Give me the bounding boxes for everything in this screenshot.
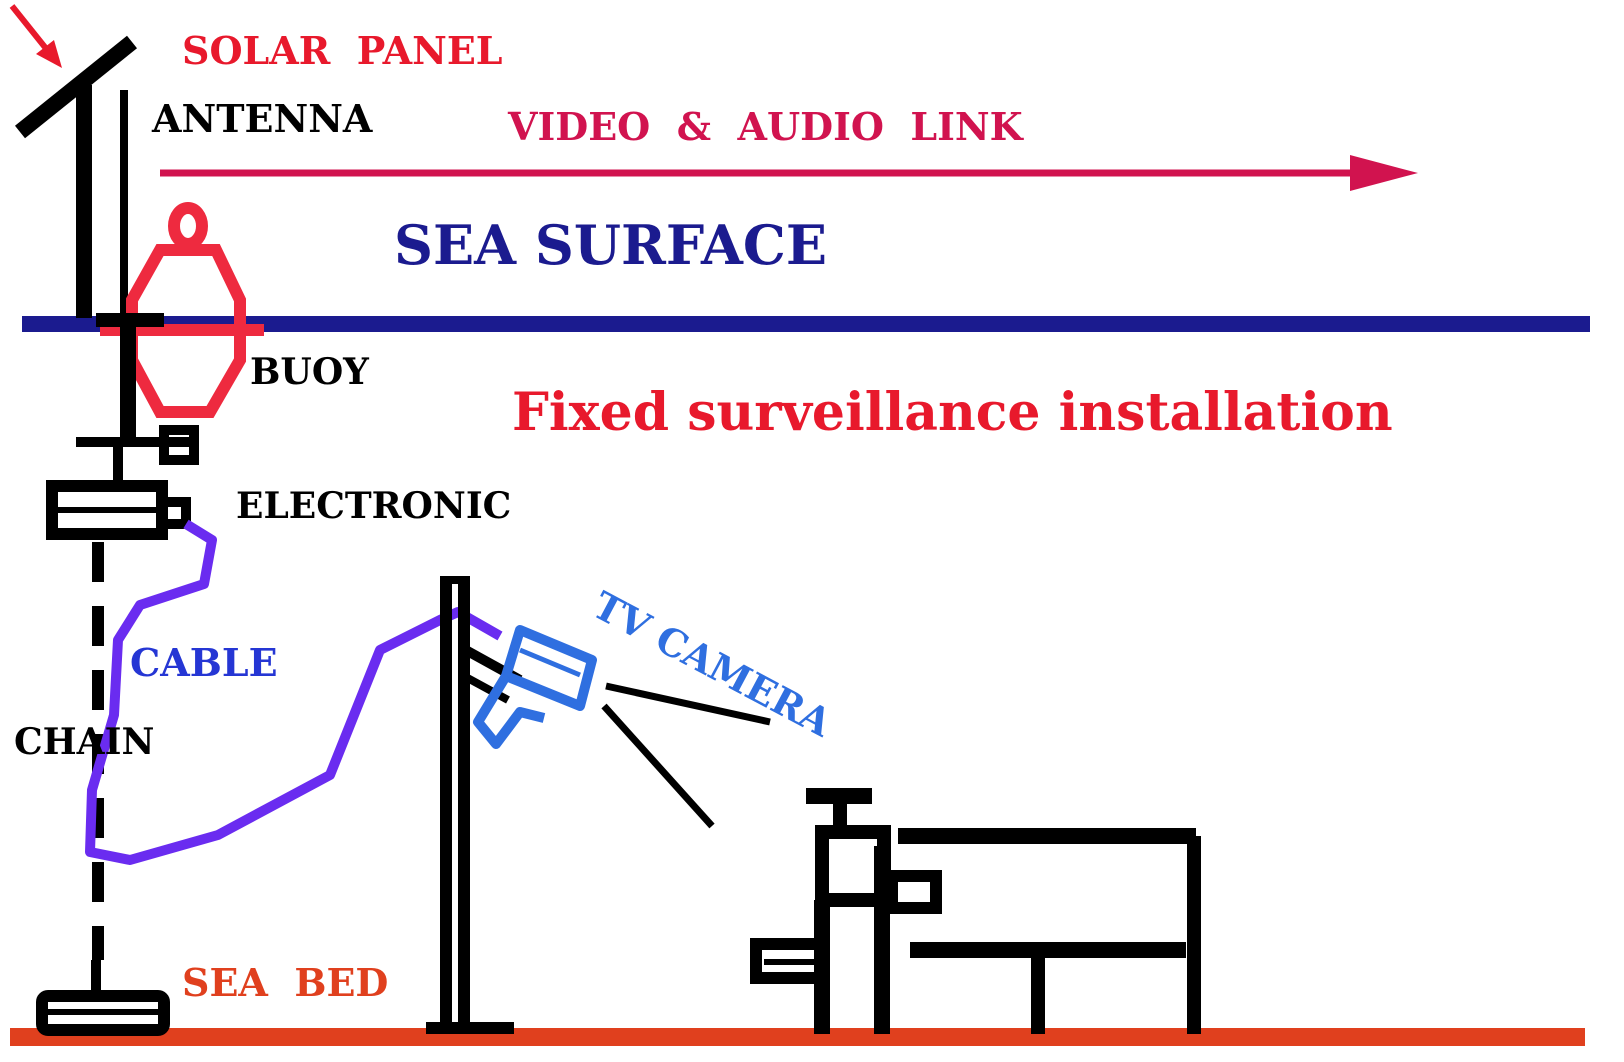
subsea-structure (750, 788, 1201, 1034)
solar-panel-label: SOLAR PANEL (182, 28, 503, 73)
title-label: Fixed surveillance installation (512, 382, 1393, 443)
tv-camera (473, 625, 597, 749)
sea-surface-label: SEA SURFACE (394, 213, 827, 277)
electronic-label: ELECTRONIC (236, 485, 511, 527)
buoy-label: BUOY (250, 351, 370, 393)
tv-camera-label: TV CAMERA (586, 582, 840, 745)
video-audio-link-label: VIDEO & AUDIO LINK (507, 104, 1025, 149)
cable (85, 519, 503, 865)
electronic-unit (46, 480, 191, 540)
antenna-label: ANTENNA (151, 96, 373, 141)
buoy-mount (76, 313, 199, 480)
anchor-weight (36, 960, 170, 1036)
chain-label: CHAIN (14, 721, 154, 763)
camera-pole (426, 576, 523, 1034)
solar-panel (14, 35, 138, 318)
cable-label: CABLE (130, 640, 278, 685)
camera-view-lines (601, 682, 771, 829)
solar-arrow (9, 4, 62, 68)
sea-bed-label: SEA BED (182, 960, 388, 1005)
link-arrow (160, 155, 1418, 191)
